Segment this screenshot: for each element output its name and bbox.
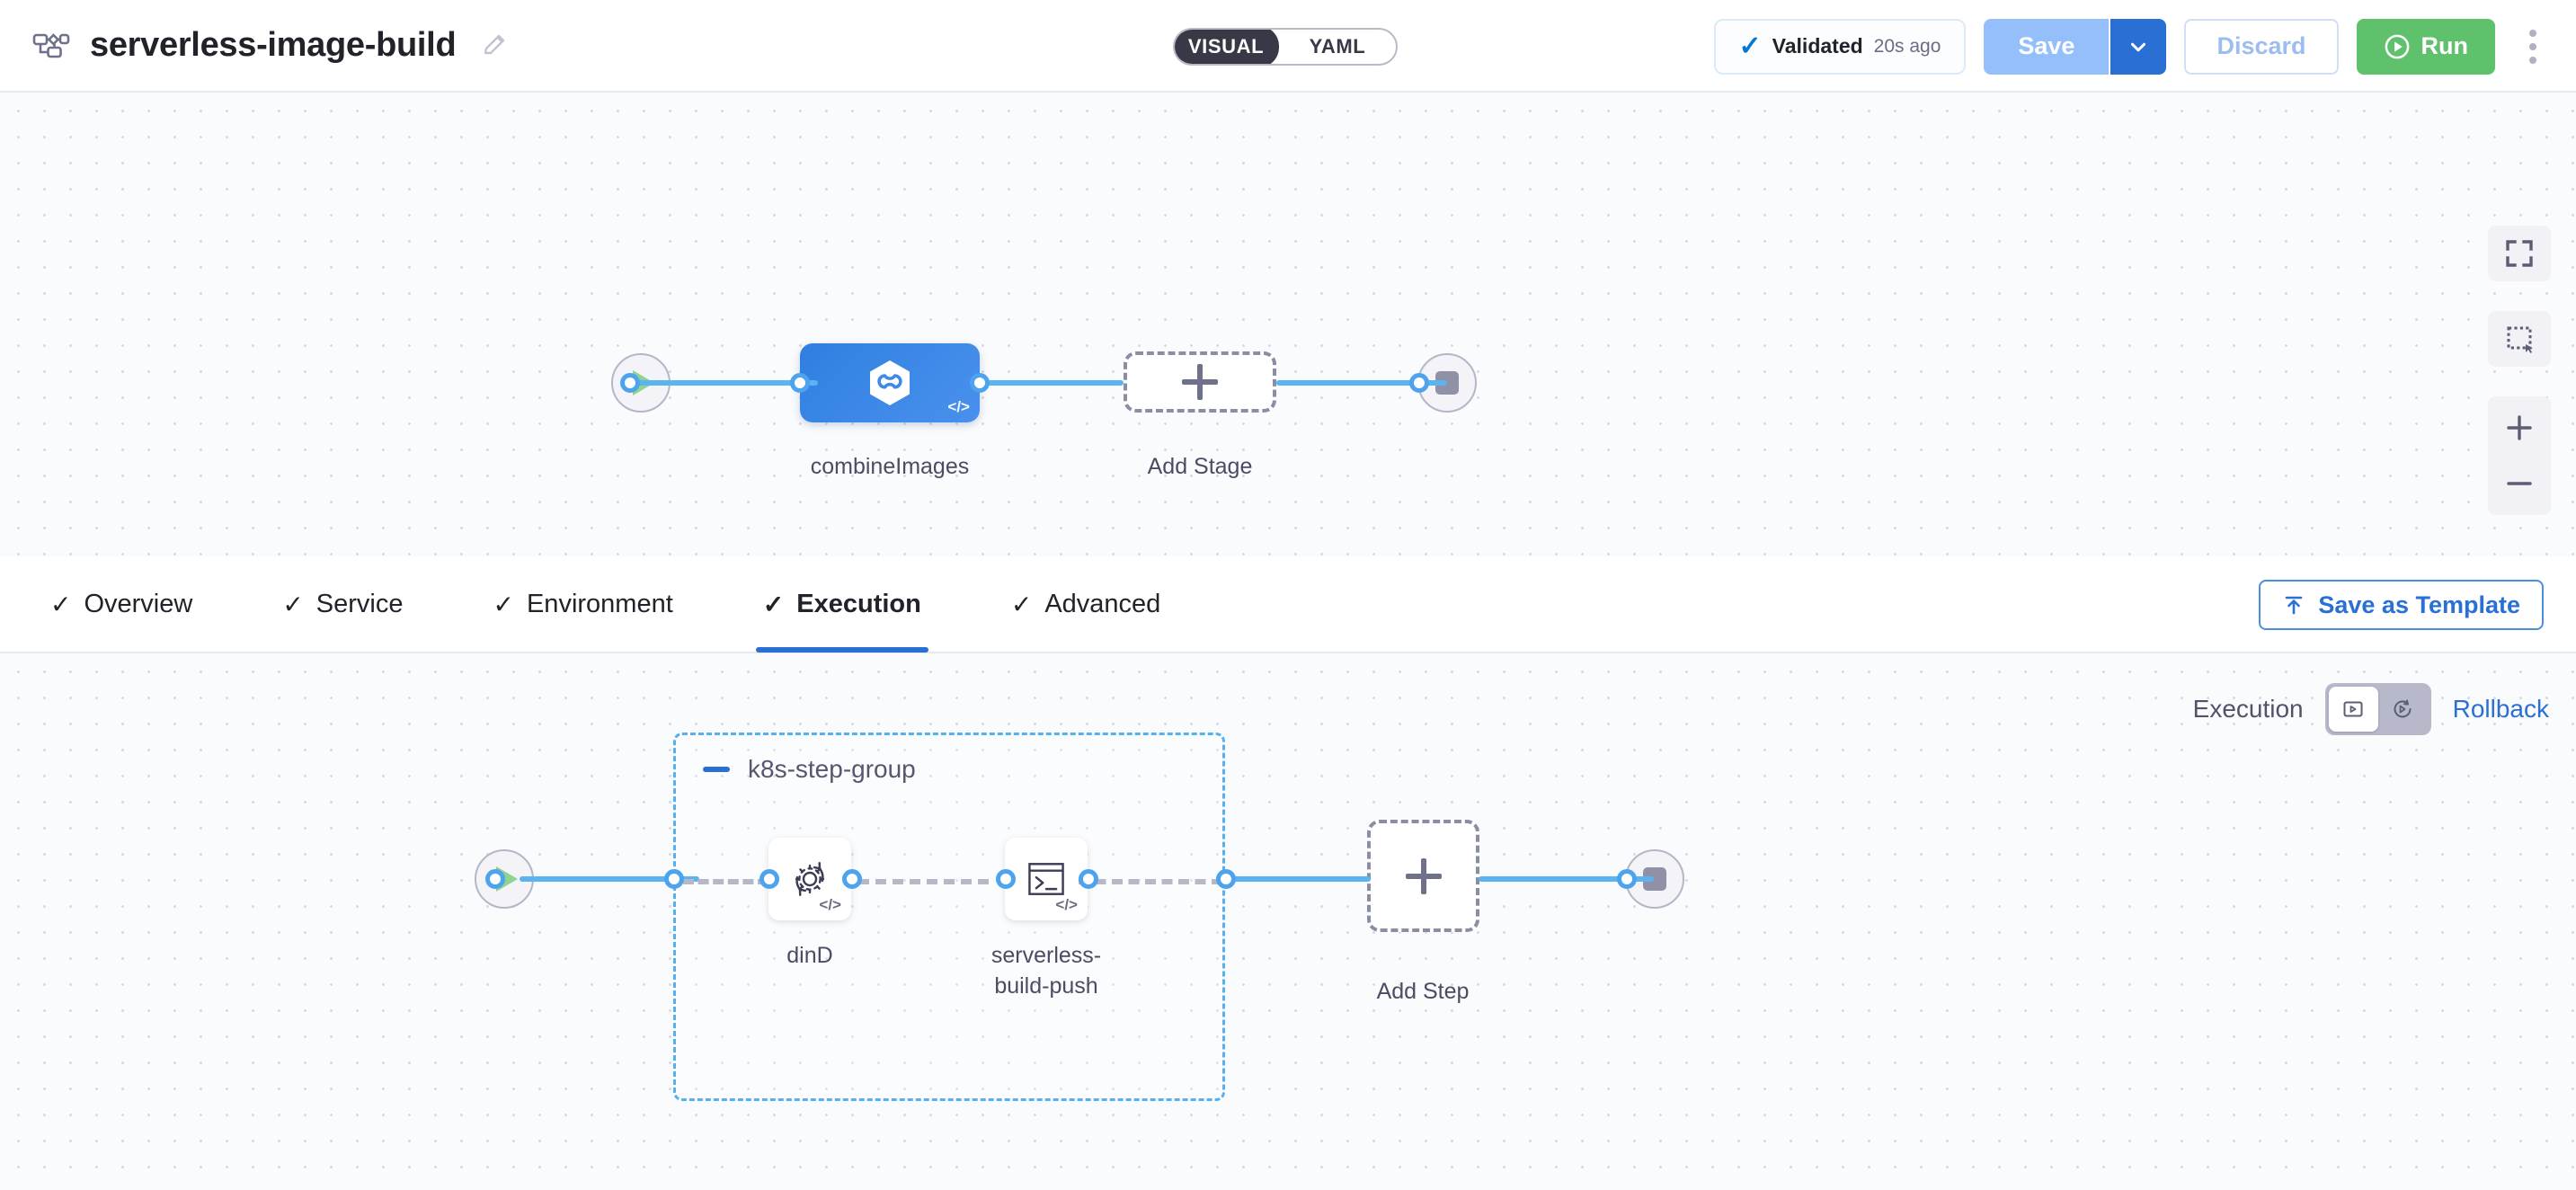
check-icon: ✓ (1010, 590, 1033, 618)
canvas-zoom-toolbar[interactable] (2488, 226, 2551, 515)
header-left-group: serverless-image-build (0, 26, 508, 65)
rollback-label[interactable]: Rollback (2452, 695, 2549, 723)
add-step-button[interactable] (1367, 820, 1479, 932)
tab-label: Execution (796, 589, 921, 618)
check-icon: ✓ (1738, 31, 1762, 61)
zoom-out-icon[interactable] (2488, 456, 2551, 511)
save-as-template-label: Save as Template (2318, 591, 2520, 618)
step-node-dind[interactable]: </> (768, 838, 851, 920)
step-group-header[interactable]: k8s-step-group (703, 755, 916, 784)
edge-serverless-to-group-exit (1079, 879, 1222, 884)
selection-marquee-icon[interactable] (2488, 311, 2551, 367)
terminal-run-icon (1023, 856, 1070, 902)
stage-label: combineImages (810, 454, 970, 479)
tab-overview[interactable]: ✓ Overview (50, 555, 192, 653)
save-button[interactable]: Save (1984, 18, 2111, 75)
docker-in-docker-gear-icon (785, 854, 835, 904)
step-group-exit-port[interactable] (1216, 869, 1236, 889)
edge-start-to-group (520, 876, 699, 882)
serverless-input-port[interactable] (996, 869, 1016, 889)
add-stage-button[interactable] (1124, 351, 1276, 413)
tab-label: Overview (84, 589, 193, 618)
zoom-in-icon[interactable] (2488, 400, 2551, 456)
end-node-port[interactable] (1409, 373, 1429, 393)
pencil-edit-icon[interactable] (481, 32, 508, 59)
execution-rollback-toggle[interactable] (2324, 683, 2431, 735)
plus-icon (1405, 857, 1442, 894)
page-title: serverless-image-build (90, 26, 457, 64)
harness-ci-hexagon-icon (865, 358, 915, 408)
step-group-label: k8s-step-group (748, 755, 916, 783)
stage-graph-canvas[interactable]: </> combineImages Add Stage (0, 93, 2576, 556)
code-badge: </> (819, 896, 841, 913)
add-step-label: Add Step (1376, 979, 1470, 1004)
edge-group-to-addstep (1218, 876, 1371, 882)
code-badge: </> (1055, 896, 1078, 913)
visual-yaml-toggle[interactable]: VISUAL YAML (1173, 28, 1398, 66)
check-icon: ✓ (493, 590, 514, 618)
execution-play-box-icon[interactable] (2328, 687, 2378, 732)
stage-input-port[interactable] (790, 373, 810, 393)
step-group-k8s-step-group[interactable]: k8s-step-group (673, 733, 1225, 1101)
dind-output-port[interactable] (842, 869, 862, 889)
stage-output-port[interactable] (970, 373, 990, 393)
stage-config-tabbar: ✓ Overview ✓ Service ✓ Environment ✓ Exe… (0, 556, 2576, 653)
check-icon: ✓ (50, 590, 72, 618)
step-label-serverless-build-push: serverless- build-push (990, 943, 1102, 999)
validated-label: Validated (1772, 34, 1863, 58)
chevron-down-icon[interactable] (2110, 18, 2167, 75)
serverless-output-port[interactable] (1079, 869, 1098, 889)
add-stage-label: Add Stage (1147, 454, 1253, 479)
execution-rollback-switch: Execution Rollback (2193, 683, 2549, 735)
pipeline-icon (32, 27, 70, 65)
save-split-button[interactable]: Save (1984, 18, 2167, 75)
tab-advanced[interactable]: ✓ Advanced (1011, 555, 1160, 653)
rollback-circular-arrow-icon[interactable] (2378, 687, 2428, 732)
header-actions: ✓ Validated 20s ago Save Discard Run (1713, 0, 2553, 93)
template-upload-icon (2282, 593, 2305, 617)
tab-label: Advanced (1044, 589, 1161, 618)
step-group-entry-port[interactable] (664, 869, 684, 889)
edge-addstage-to-end (1276, 380, 1447, 386)
tab-yaml[interactable]: YAML (1309, 35, 1366, 58)
check-icon: ✓ (762, 590, 785, 618)
edge-addstep-to-end (1479, 876, 1654, 882)
minus-icon[interactable] (703, 767, 730, 772)
step-label-dind: dinD (786, 943, 833, 968)
kebab-menu-icon[interactable] (2513, 19, 2553, 75)
tab-label: Environment (526, 589, 673, 618)
run-button[interactable]: Run (2356, 18, 2495, 75)
stage-node-combineimages[interactable]: </> (800, 343, 980, 422)
tab-execution[interactable]: ✓ Execution (755, 555, 928, 653)
dind-input-port[interactable] (759, 869, 779, 889)
status-badge-validated: ✓ Validated 20s ago (1713, 18, 1967, 75)
app-header: serverless-image-build VISUAL YAML ✓ Val… (0, 0, 2576, 93)
edge-group-to-dind (683, 879, 768, 884)
validated-timestamp: 20s ago (1873, 35, 1941, 57)
edge-start-to-stage (629, 380, 818, 386)
plus-icon (1182, 364, 1218, 400)
save-as-template-button[interactable]: Save as Template (2259, 580, 2544, 630)
tab-service[interactable]: ✓ Service (282, 555, 403, 653)
execution-end-port[interactable] (1617, 869, 1637, 889)
edge-dind-to-serverless (858, 879, 989, 884)
run-label: Run (2421, 32, 2468, 59)
discard-button[interactable]: Discard (2184, 18, 2339, 75)
play-circle-icon (2384, 33, 2411, 60)
code-badge: </> (947, 398, 970, 415)
execution-start-port[interactable] (485, 869, 505, 889)
step-node-serverless-build-push[interactable]: </> (1005, 838, 1088, 920)
tab-visual[interactable]: VISUAL (1175, 30, 1279, 64)
start-node-port[interactable] (620, 373, 640, 393)
execution-label: Execution (2192, 695, 2304, 723)
edge-stage-to-addstage (980, 380, 1124, 386)
zoom-stepper[interactable] (2488, 396, 2551, 515)
execution-steps-canvas[interactable]: k8s-step-group </> (0, 653, 2576, 1190)
tab-environment[interactable]: ✓ Environment (493, 555, 673, 653)
check-icon: ✓ (282, 590, 304, 618)
fit-to-screen-icon[interactable] (2488, 226, 2551, 281)
tab-label: Service (315, 589, 404, 618)
